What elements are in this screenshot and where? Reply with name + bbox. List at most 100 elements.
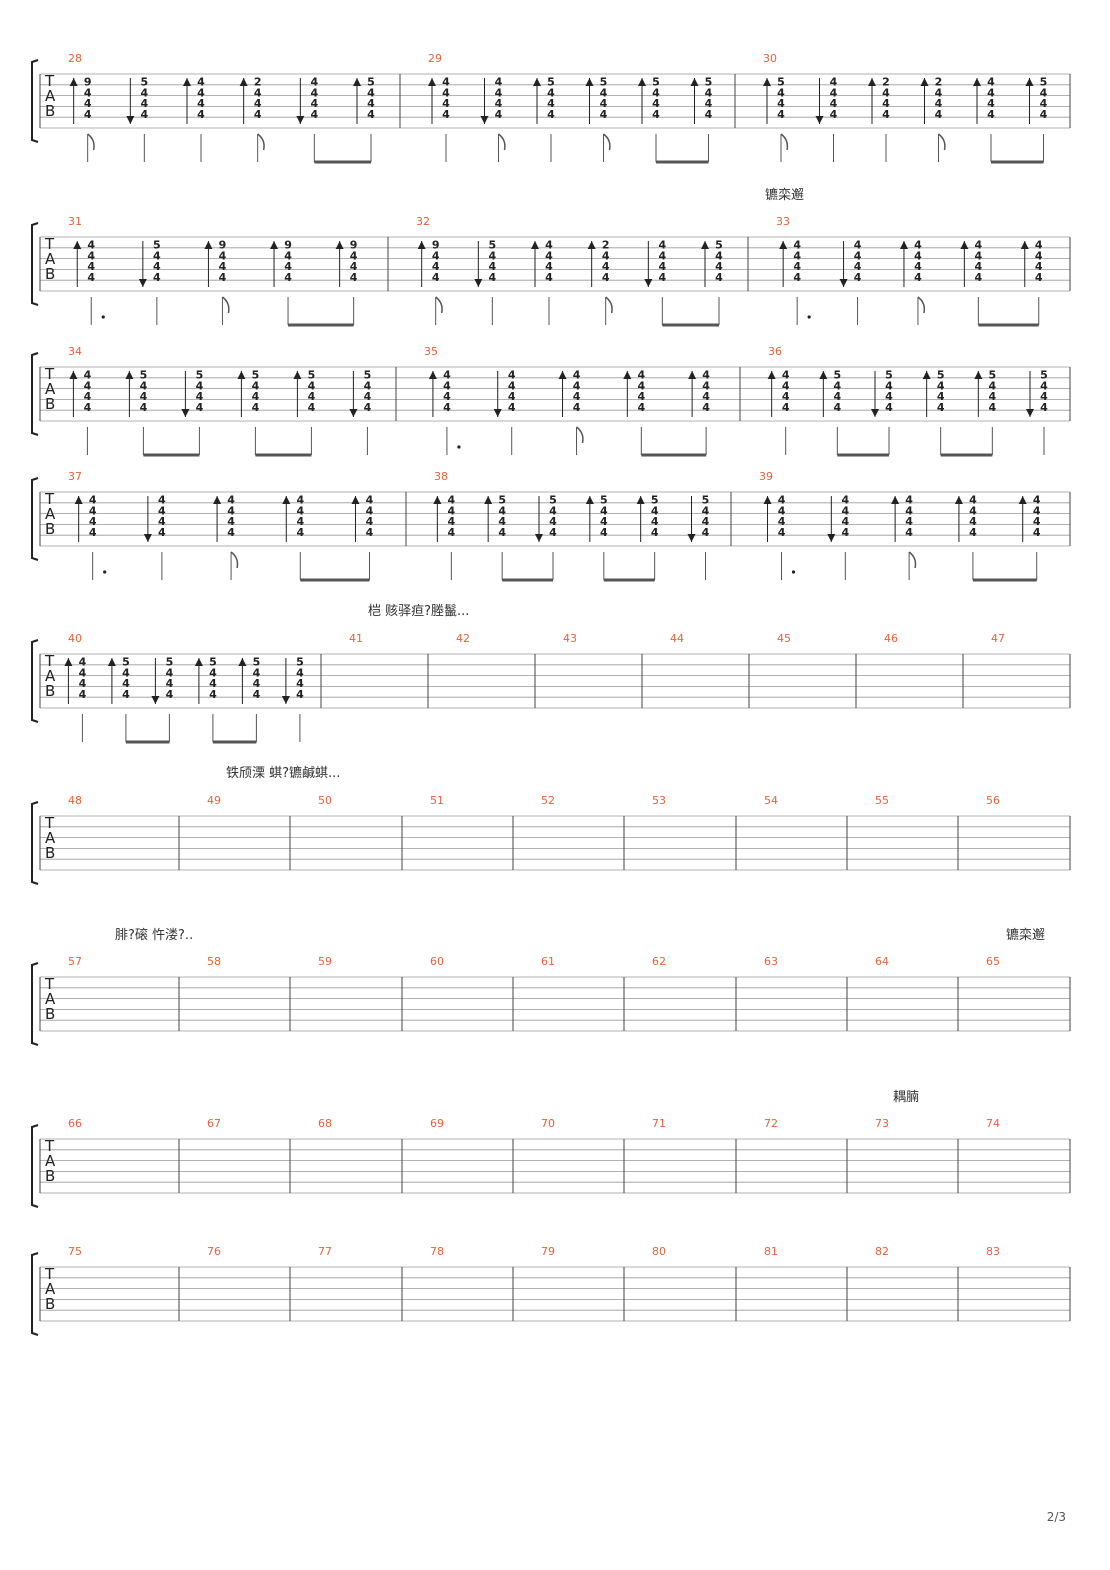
fret-number: 4 [158, 526, 166, 539]
strum-up-arrow [531, 241, 539, 249]
strum-up-arrow [974, 371, 983, 379]
fret-number: 4 [705, 86, 713, 99]
tab-clef-letter: T [44, 652, 55, 670]
fret-number: 4 [705, 97, 713, 110]
fret-number: 4 [495, 97, 503, 110]
fret-number: 4 [1035, 271, 1043, 284]
dot [807, 315, 811, 319]
measure-number: 78 [430, 1245, 444, 1258]
fret-number: 4 [495, 86, 503, 99]
system-bracket [31, 801, 39, 885]
tab-clef-letter: A [45, 380, 56, 398]
fret-number: 4 [914, 260, 922, 273]
fret-number: 2 [254, 76, 262, 89]
fret-number: 4 [84, 401, 92, 414]
tab-clef-letter: A [45, 1152, 56, 1170]
system-bracket [31, 962, 39, 1046]
strum-up-arrow [239, 78, 248, 86]
fret-number: 4 [885, 390, 893, 403]
fret-number: 4 [296, 677, 304, 690]
strum-up-arrow [920, 78, 929, 86]
measure-number: 58 [207, 955, 221, 968]
fret-number: 5 [308, 369, 316, 382]
fret-number: 4 [495, 108, 503, 121]
fret-number: 4 [975, 260, 983, 273]
fret-number: 4 [793, 271, 801, 284]
fret-number: 4 [969, 515, 977, 528]
measure-number: 52 [541, 794, 555, 807]
fret-number: 4 [602, 249, 610, 262]
measure-number: 40 [68, 632, 82, 645]
fret-number: 4 [778, 526, 786, 539]
measure-number: 53 [652, 794, 666, 807]
measure-number: 74 [986, 1117, 1000, 1130]
measure-number: 29 [428, 52, 442, 65]
fret-number: 5 [937, 369, 945, 382]
measure-number: 34 [68, 345, 82, 358]
strum-up-arrow [763, 496, 772, 504]
section-marker: 桤 赅驿疸?塍鬣... [368, 604, 470, 619]
fret-number: 4 [659, 249, 667, 262]
fret-number: 4 [448, 494, 456, 507]
system-bracket [31, 222, 39, 306]
strum-up-arrow [293, 371, 302, 379]
fret-number: 4 [79, 677, 87, 690]
fret-number: 5 [834, 369, 842, 382]
fret-number: 4 [296, 666, 304, 679]
fret-number: 4 [905, 515, 913, 528]
fret-number: 4 [254, 108, 262, 121]
fret-number: 4 [252, 401, 260, 414]
measure-number: 62 [652, 955, 666, 968]
tab-staff-system: TAB3444445444544454445444544435444444444… [31, 345, 1071, 457]
tab-clef-letter: A [45, 829, 56, 847]
measure-number: 82 [875, 1245, 889, 1258]
fret-number: 4 [489, 271, 497, 284]
fret-number: 4 [197, 108, 205, 121]
fret-number: 9 [84, 76, 92, 89]
fret-number: 4 [782, 369, 790, 382]
strum-down-arrow [281, 696, 290, 704]
fret-number: 4 [296, 688, 304, 701]
strum-up-arrow [763, 78, 771, 86]
fret-number: 4 [489, 249, 497, 262]
fret-number: 4 [989, 401, 997, 414]
fret-number: 4 [549, 526, 557, 539]
measure-number: 35 [424, 345, 438, 358]
fret-number: 4 [545, 260, 553, 273]
fret-number: 4 [652, 86, 660, 99]
fret-number: 4 [227, 504, 235, 517]
measure-number: 75 [68, 1245, 82, 1258]
fret-number: 4 [1033, 526, 1041, 539]
measure-number: 71 [652, 1117, 666, 1130]
fret-number: 4 [87, 271, 95, 284]
tab-clef-letter: B [45, 265, 55, 283]
strum-down-arrow [871, 409, 879, 417]
fret-number: 4 [89, 526, 97, 539]
fret-number: 4 [141, 108, 149, 121]
fret-number: 5 [547, 76, 555, 89]
fret-number: 4 [197, 86, 205, 99]
fret-number: 4 [841, 494, 849, 507]
fret-number: 5 [140, 369, 148, 382]
fret-number: 4 [834, 390, 842, 403]
fret-number: 4 [366, 515, 374, 528]
measure-number: 72 [764, 1117, 778, 1130]
fret-number: 4 [830, 108, 838, 121]
tab-staff-system: TAB2894445444444424444444544429444444445… [31, 52, 1071, 164]
strum-up-arrow [960, 241, 969, 249]
strum-down-arrow [493, 409, 502, 417]
strum-up-arrow [73, 241, 82, 249]
fret-number: 4 [209, 666, 217, 679]
strum-up-arrow [74, 496, 83, 504]
fret-number: 4 [905, 504, 913, 517]
strum-up-arrow [69, 78, 78, 86]
fret-number: 4 [793, 260, 801, 273]
fret-number: 4 [227, 526, 235, 539]
fret-number: 5 [364, 369, 372, 382]
fret-number: 4 [350, 260, 358, 273]
fret-number: 9 [432, 239, 440, 252]
fret-number: 4 [702, 515, 710, 528]
fret-number: 5 [122, 656, 130, 669]
